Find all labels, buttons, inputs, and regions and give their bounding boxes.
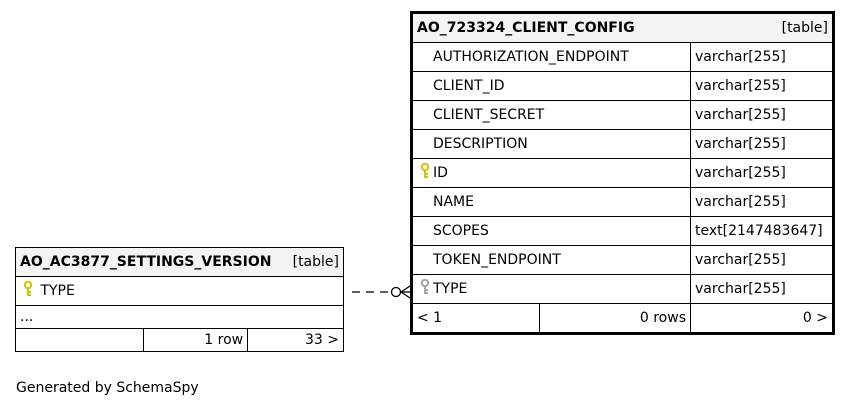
column-row[interactable]: AUTHORIZATION_ENDPOINT varchar[255]	[411, 42, 834, 72]
more-columns-ellipsis: ...	[15, 305, 344, 329]
column-type: varchar[255]	[690, 42, 834, 72]
column-type: varchar[255]	[690, 245, 834, 275]
column-type: varchar[255]	[690, 274, 834, 304]
column-row[interactable]: ID varchar[255]	[411, 158, 834, 188]
column-row[interactable]: DESCRIPTION varchar[255]	[411, 129, 834, 159]
column-row[interactable]: SCOPES text[2147483647]	[411, 216, 834, 246]
column-name: CLIENT_SECRET	[433, 107, 545, 123]
row-count: 1 row	[143, 328, 249, 352]
table-header[interactable]: AO_723324_CLIENT_CONFIG [table]	[411, 12, 834, 43]
column-type: varchar[255]	[690, 129, 834, 159]
table-tag: [table]	[781, 20, 828, 36]
column-row[interactable]: NAME varchar[255]	[411, 187, 834, 217]
column-row[interactable]: TYPE varchar[255]	[411, 274, 834, 304]
column-name: CLIENT_ID	[433, 78, 505, 94]
row-count: 0 rows	[539, 303, 691, 334]
primary-key-icon	[417, 162, 433, 183]
column-type: varchar[255]	[690, 71, 834, 101]
client-config-table[interactable]: AO_723324_CLIENT_CONFIG [table] AUTHORIZ…	[410, 11, 835, 335]
column-type: text[2147483647]	[690, 216, 834, 246]
generated-by-footer: Generated by SchemaSpy	[16, 380, 199, 396]
column-name: SCOPES	[433, 223, 489, 239]
crow-foot-upper	[400, 285, 411, 293]
column-name: DESCRIPTION	[433, 136, 528, 152]
table-header[interactable]: AO_AC3877_SETTINGS_VERSION [table]	[15, 247, 344, 277]
parents-link[interactable]: < 1	[411, 303, 540, 334]
children-link[interactable]: 33 >	[247, 328, 344, 352]
primary-key-icon	[20, 280, 36, 301]
table-tag: [table]	[292, 254, 339, 270]
column-type: varchar[255]	[690, 187, 834, 217]
column-name: TYPE	[433, 281, 468, 297]
foreign-key-icon	[417, 278, 433, 299]
column-name: ID	[433, 165, 448, 181]
table-name: AO_AC3877_SETTINGS_VERSION	[20, 254, 272, 270]
zero-or-many-circle	[390, 286, 402, 298]
column-name: TOKEN_ENDPOINT	[433, 252, 561, 268]
column-type: varchar[255]	[690, 158, 834, 188]
column-row[interactable]: TOKEN_ENDPOINT varchar[255]	[411, 245, 834, 275]
column-name: TYPE	[40, 283, 75, 299]
parents-link[interactable]	[14, 328, 145, 352]
settings-version-table[interactable]: AO_AC3877_SETTINGS_VERSION [table] TYPE …	[14, 247, 344, 352]
column-row[interactable]: CLIENT_ID varchar[255]	[411, 71, 834, 101]
column-name: AUTHORIZATION_ENDPOINT	[433, 49, 629, 65]
crow-foot-lower	[400, 291, 411, 299]
children-link[interactable]: 0 >	[690, 303, 834, 334]
table-name: AO_723324_CLIENT_CONFIG	[417, 20, 635, 36]
column-row[interactable]: TYPE	[15, 276, 344, 306]
column-row[interactable]: CLIENT_SECRET varchar[255]	[411, 100, 834, 130]
column-type: varchar[255]	[690, 100, 834, 130]
column-name: NAME	[433, 194, 474, 210]
